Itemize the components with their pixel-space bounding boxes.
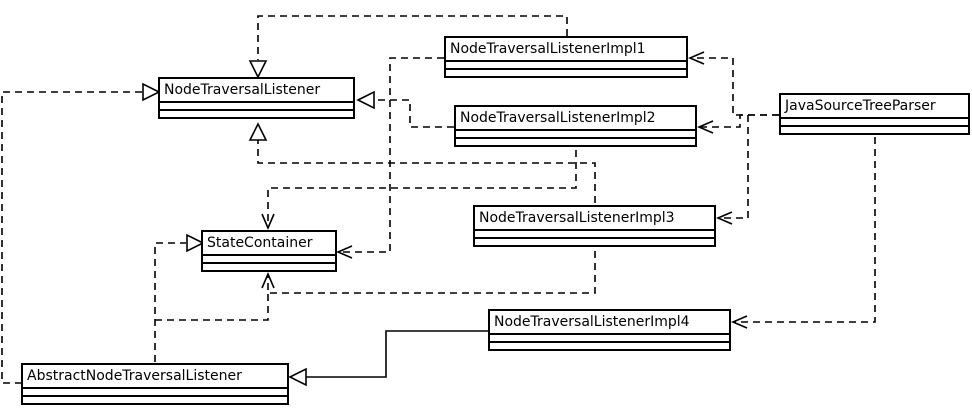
class-name: NodeTraversalListenerImpl2 [460,110,656,126]
class-operations [203,262,335,270]
edge-impl3-uses-state [267,251,596,294]
class-operations [160,109,353,117]
class-name: NodeTraversalListenerImpl4 [494,314,690,330]
class-name: NodeTraversalListenerImpl1 [450,41,646,57]
class-attributes [490,333,729,341]
class-operations [781,125,968,133]
generalization-arrowhead [288,367,307,387]
realization-arrowhead [248,60,268,79]
class-attributes [475,229,714,237]
class-impl3: NodeTraversalListenerImpl3 [473,205,716,247]
dependency-arrowhead [261,271,275,289]
realization-arrowhead [356,90,375,110]
class-impl4: NodeTraversalListenerImpl4 [488,309,731,351]
dependency-arrowhead [335,245,353,259]
class-operations [23,395,287,403]
dependency-arrowhead [261,213,275,231]
class-attributes [456,129,695,137]
class-operations [446,68,686,76]
class-attributes [23,387,287,395]
class-name: JavaSourceTreeParser [785,98,936,114]
class-state-container: StateContainer [201,230,337,272]
edge-parser-uses-impl1 [690,57,779,116]
class-attributes [446,60,686,68]
dependency-arrowhead [696,120,714,134]
class-impl2: NodeTraversalListenerImpl2 [454,105,697,147]
class-operations [475,237,714,245]
dependency-arrowhead [687,51,705,65]
edge-impl1-uses-state [338,57,444,253]
class-abstract-node-traversal-listener: AbstractNodeTraversalListener [21,363,289,405]
edge-abstract-realizes-ntl [1,91,142,384]
edge-impl1-realizes-ntl [257,15,568,60]
edge-impl2-realizes-ntl [375,99,454,128]
edge-parser-uses-impl4 [733,137,876,323]
class-name: AbstractNodeTraversalListener [27,368,242,384]
class-attributes [160,101,353,109]
edge-impl4-extends-abstract [306,330,488,378]
class-operations [490,341,729,349]
edge-impl3-realizes-ntl [257,140,596,203]
dependency-arrowhead [730,315,748,329]
realization-arrowhead [248,122,268,141]
class-operations [456,137,695,145]
class-name: NodeTraversalListenerImpl3 [479,210,675,226]
edge-abstract-realizes-state [154,242,186,362]
edge-parser-uses-impl3 [718,115,749,219]
class-attributes [203,254,335,262]
dependency-arrowhead [715,211,733,225]
realization-arrowhead [142,82,161,102]
class-java-source-tree-parser: JavaSourceTreeParser [779,93,970,135]
edge-abstract-uses-state [155,293,269,321]
class-node-traversal-listener: NodeTraversalListener [158,77,355,119]
realization-arrowhead [186,233,205,253]
class-name: StateContainer [207,235,313,251]
class-attributes [781,117,968,125]
class-impl1: NodeTraversalListenerImpl1 [444,36,688,78]
edge-impl2-uses-state [267,150,577,228]
class-name: NodeTraversalListener [164,82,321,98]
